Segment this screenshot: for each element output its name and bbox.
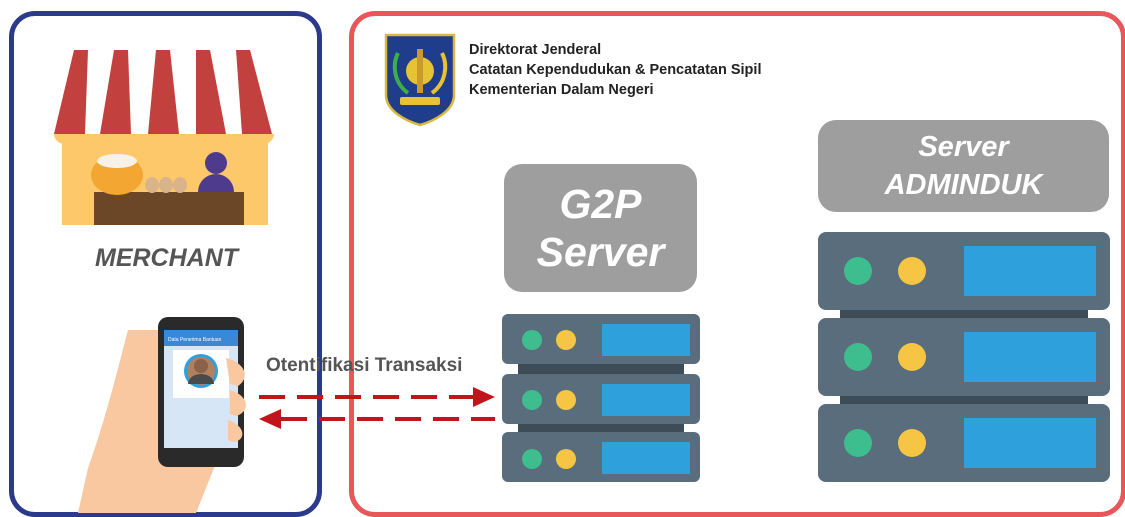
transaction-arrows (259, 387, 495, 429)
g2p-server-rack-icon (502, 314, 700, 482)
g2p-server-unit (502, 432, 700, 482)
organization-line1: Direktorat Jenderal (469, 42, 602, 58)
connection-label: Otentifikasi Transaksi (266, 355, 463, 376)
market-stall-icon (54, 50, 276, 225)
arrow-left-icon (259, 409, 495, 429)
adminduk-server-title: Server ADMINDUK (818, 120, 1109, 212)
organization-name: Direktorat Jenderal Catatan Kependudukan… (469, 40, 761, 100)
smartphone-in-hand-icon: Data Penerima Bantuan (78, 317, 246, 513)
adminduk-server-unit (818, 318, 1110, 396)
adminduk-title-line1: Server (918, 131, 1009, 163)
g2p-title-line2: Server (536, 229, 665, 275)
g2p-server-title: G2P Server (504, 164, 697, 292)
adminduk-server-unit (818, 404, 1110, 482)
adminduk-server-unit (818, 232, 1110, 310)
adminduk-title-line2: ADMINDUK (884, 169, 1043, 201)
merchant-label: MERCHANT (95, 244, 239, 272)
adminduk-server-rack-icon (818, 232, 1110, 482)
garuda-emblem-icon (384, 33, 456, 127)
g2p-title-line1: G2P (559, 181, 642, 227)
arrow-right-icon (259, 387, 495, 407)
organization-line2: Catatan Kependudukan & Pencatatan Sipil (469, 62, 762, 78)
svg-text:Data Penerima Bantuan: Data Penerima Bantuan (168, 337, 222, 343)
g2p-server-unit (502, 374, 700, 424)
organization-line3: Kementerian Dalam Negeri (469, 82, 654, 98)
g2p-server-unit (502, 314, 700, 364)
